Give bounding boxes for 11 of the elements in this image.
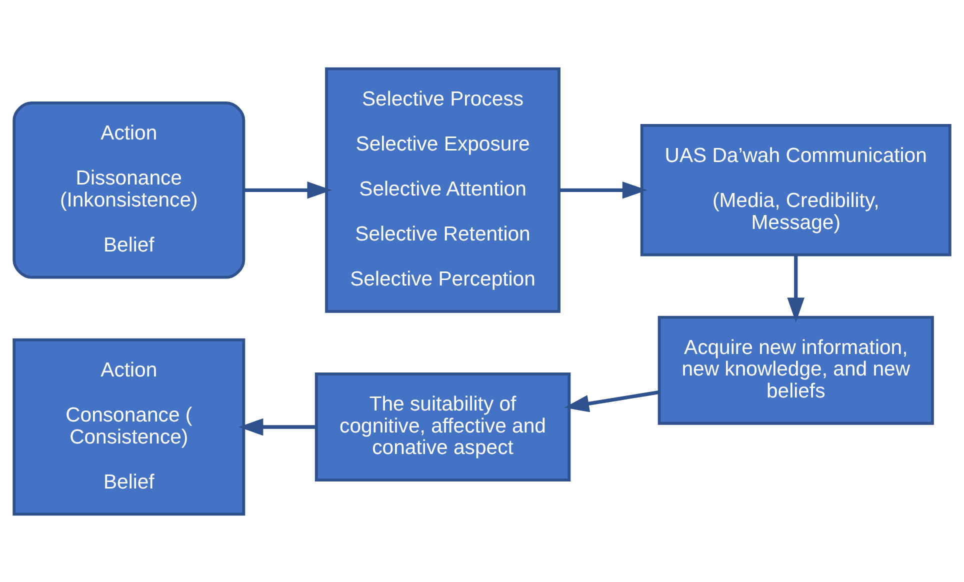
arrow: [244, 180, 332, 198]
arrow: [787, 254, 805, 322]
node-box: UAS Da’wah Communication (Media, Credibility, Message): [640, 124, 952, 256]
arrow: [564, 390, 660, 412]
node-box: Acquire new information, new knowledge, and new beliefs: [658, 315, 934, 424]
node-box: Action Consonance ( Consistence) Belief: [12, 338, 246, 516]
node-box: Action Dissonance (Inkonsistence) Belief: [12, 101, 246, 278]
arrow: [559, 180, 648, 198]
arrow: [238, 418, 316, 436]
node-box: Selective Process Selective Exposure Selective Attention Selective Retention Selective Perception: [325, 66, 560, 312]
node-box: The suitability of cognitive, affective and conative aspect: [314, 372, 571, 481]
